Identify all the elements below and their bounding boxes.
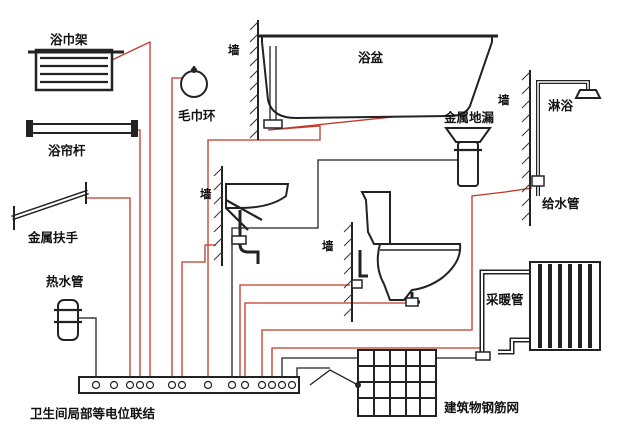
conductor-curtain-rod (132, 129, 141, 385)
metal-handrail-fixture (11, 182, 89, 230)
floor-drain-fixture (444, 127, 492, 187)
hot-water-pipe-fixture (54, 299, 94, 341)
radiator-fixture (475, 261, 601, 361)
conductor-towel-rack (111, 40, 151, 385)
conductor-water-supply (261, 187, 533, 385)
label-hot-water-pipe: 热水管 (46, 274, 84, 289)
conductor-hot-water (92, 317, 97, 385)
label-curtain-rod: 浴帘杆 (48, 143, 86, 158)
label-wall-bathtub: 墙 (228, 43, 240, 57)
label-towel-rack: 浴巾架 (50, 32, 88, 47)
rebar-mesh-fixture (355, 349, 437, 417)
label-wall-toilet: 墙 (322, 239, 334, 253)
label-rebar-mesh: 建筑物钢筋网 (444, 400, 519, 415)
bonding-terminal-bar (78, 376, 300, 394)
label-water-supply: 给水管 (542, 196, 580, 211)
conductor-toilet (239, 284, 350, 385)
label-shower: 淋浴 (548, 98, 574, 113)
conductor-toilet-drain (244, 302, 413, 385)
conductor-sink (181, 244, 216, 385)
terminal-bar-body (78, 376, 300, 394)
conductor-handrail (86, 197, 131, 385)
bathtub-fixture (249, 20, 498, 140)
label-bonding-bar: 卫生间局部等电位联结 (30, 406, 156, 421)
label-heating-pipe: 采暖管 (485, 292, 524, 307)
curtain-rod-fixture (26, 120, 138, 137)
label-floor-drain: 金属地漏 (443, 110, 495, 125)
label-wall-shower: 墙 (498, 93, 510, 107)
sink-fixture (213, 166, 290, 266)
label-wall-sink: 墙 (200, 187, 212, 201)
towel-ring-fixture (180, 66, 208, 98)
towel-rack-fixture (28, 48, 124, 92)
label-metal-handrail: 金属扶手 (27, 230, 79, 245)
conductor-heating (271, 347, 484, 385)
conductor-towel-ring (171, 77, 194, 385)
label-towel-ring: 毛巾环 (178, 108, 216, 123)
terminal-bar-screws (91, 380, 297, 390)
diagram-labels: 浴巾架 毛巾环 浴帘杆 金属扶手 热水管 浴盆 墙 金属地漏 墙 淋浴 给水管 … (27, 32, 580, 421)
conductor-rebar (309, 369, 359, 386)
conductor-bathtub (207, 125, 321, 385)
toilet-fixture (343, 191, 462, 322)
shower-fixture (521, 70, 602, 226)
label-bathtub: 浴盆 (358, 50, 384, 65)
